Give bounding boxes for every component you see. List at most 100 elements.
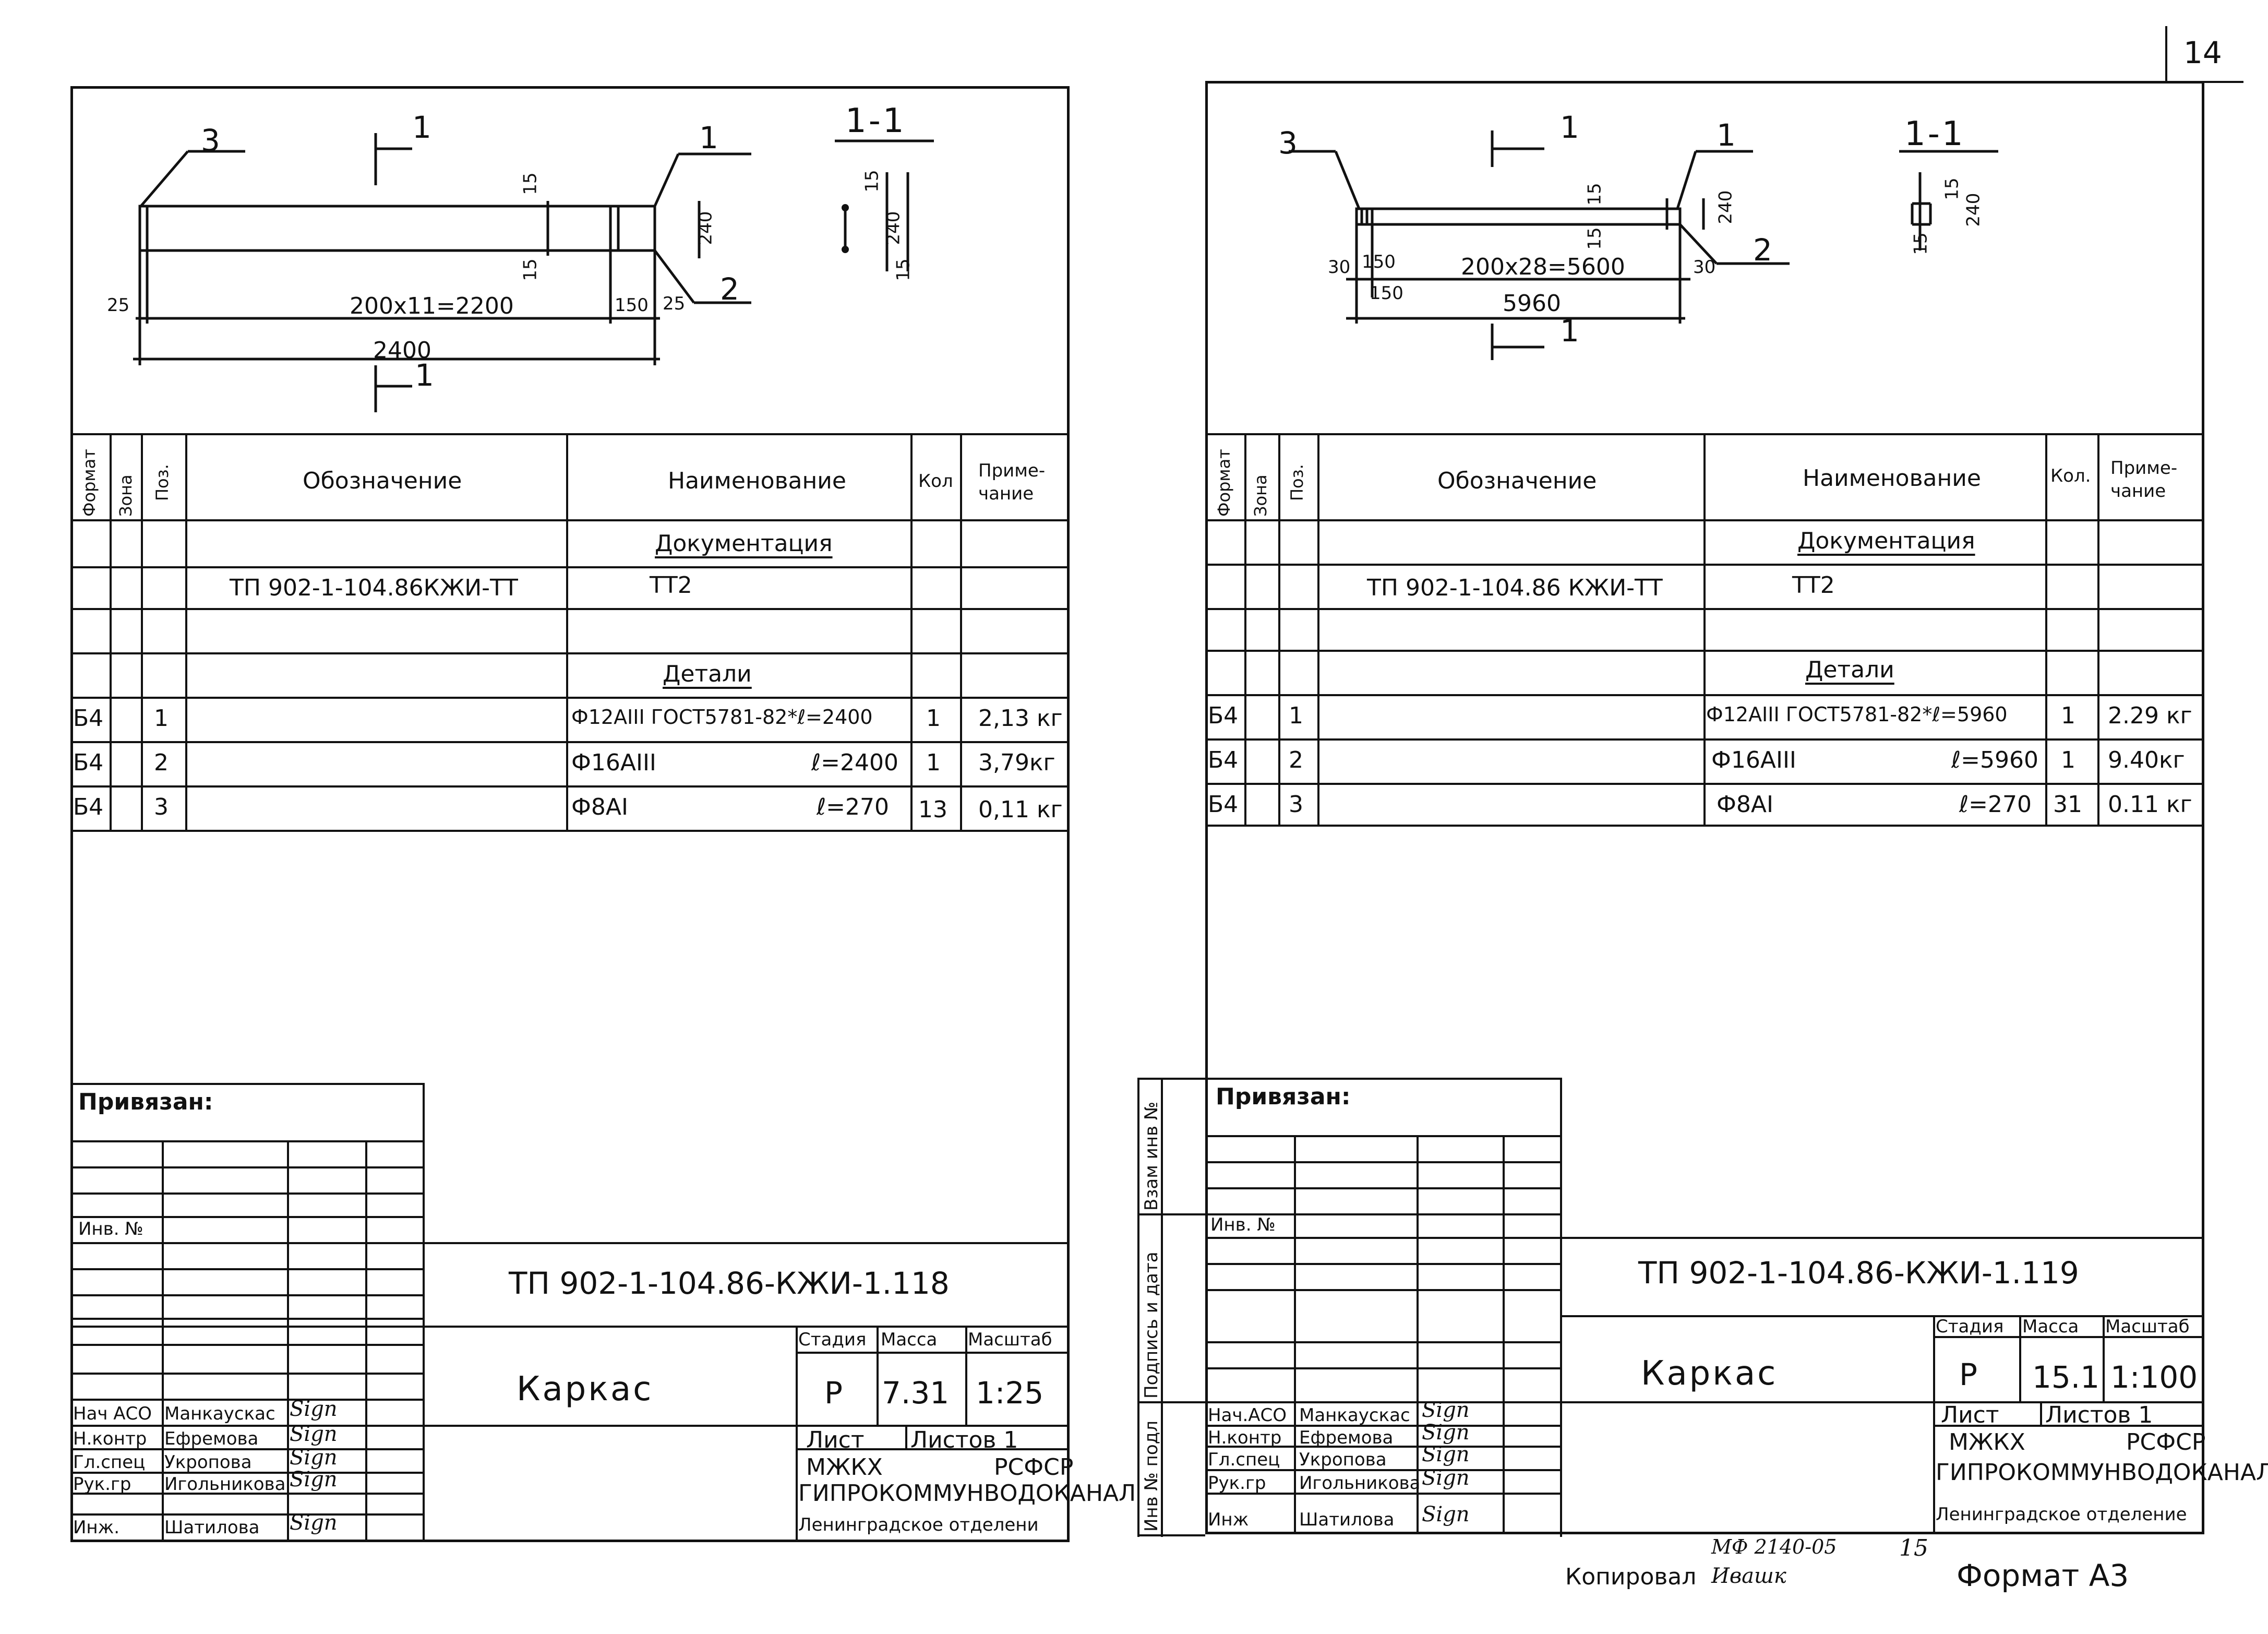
dim-end-right: 30 bbox=[1693, 257, 1716, 278]
stamp-org-2: РСФСР bbox=[2126, 1429, 2206, 1456]
pos-label-2: 2 bbox=[1753, 232, 1772, 268]
stamp-line bbox=[2040, 1401, 2042, 1425]
person-5-name: Шатилова bbox=[1299, 1509, 1395, 1530]
stamp-line bbox=[70, 1294, 423, 1296]
stamp-sheet: Лист bbox=[1941, 1402, 1999, 1428]
stamp-org-4: Ленинградское отделени bbox=[798, 1514, 1039, 1535]
row-3-qty: 13 bbox=[918, 796, 947, 823]
stamp-line bbox=[70, 1513, 423, 1516]
row-1-pos: 1 bbox=[1289, 702, 1303, 729]
person-5-role: Инж bbox=[1208, 1509, 1249, 1530]
stamp-line bbox=[1205, 1263, 1560, 1265]
stamp-sheets: Листов 1 bbox=[910, 1427, 1018, 1453]
stamp-line bbox=[796, 1326, 798, 1542]
header-designation: Обозначение bbox=[1437, 468, 1597, 494]
table-top-line bbox=[70, 433, 1070, 435]
row-2-len: ℓ=2400 bbox=[811, 749, 899, 776]
stamp-title: Каркас bbox=[1641, 1354, 1778, 1393]
row-1-qty: 1 bbox=[2061, 702, 2075, 729]
dim-end-left: 25 bbox=[107, 295, 130, 316]
side-label-signature-date: Подпись и дата bbox=[1141, 1251, 1162, 1399]
person-3-signature: Sign bbox=[1422, 1442, 1470, 1466]
person-4-role: Рук.гр bbox=[73, 1474, 131, 1495]
row-2-note: 9.40кг bbox=[2108, 747, 2185, 773]
doc-name: ТТ2 bbox=[650, 572, 692, 599]
stamp-line bbox=[905, 1425, 907, 1448]
section-documentation: Документация bbox=[1797, 528, 1975, 554]
header-pos: Поз. bbox=[1287, 464, 1307, 501]
stamp-org-4: Ленинградское отделение bbox=[1936, 1504, 2187, 1525]
row-3-note: 0,11 кг bbox=[978, 796, 1063, 823]
stamp-mass-header: Масса bbox=[881, 1329, 938, 1350]
row-1-pos: 1 bbox=[154, 705, 169, 732]
col-line bbox=[1278, 433, 1280, 825]
pos-label-2: 2 bbox=[720, 271, 739, 307]
row-2-format: Б4 bbox=[73, 749, 104, 776]
table-header-line bbox=[70, 519, 1070, 521]
col-line bbox=[960, 433, 962, 830]
row-3-name: Ф8АI bbox=[571, 794, 628, 820]
stamp-line bbox=[1205, 1425, 1560, 1427]
stamp-scale-header: Масштаб bbox=[2105, 1316, 2190, 1337]
stamp-line bbox=[70, 1268, 423, 1270]
dim-end-left: 30 bbox=[1328, 257, 1351, 278]
header-name: Наименование bbox=[668, 468, 846, 494]
row-3-format: Б4 bbox=[73, 794, 104, 820]
dim-height: 240 bbox=[1715, 190, 1736, 224]
row-1-qty: 1 bbox=[926, 705, 941, 732]
dim-edge-2: 150 bbox=[1370, 283, 1403, 304]
person-2-signature: Sign bbox=[290, 1422, 338, 1446]
stamp-inv: Инв. № bbox=[78, 1219, 143, 1239]
stamp-line bbox=[1503, 1135, 1505, 1534]
person-4-role: Рук.гр bbox=[1208, 1473, 1266, 1494]
stamp-line bbox=[1137, 1401, 2204, 1403]
person-2-name: Ефремова bbox=[164, 1428, 259, 1449]
row-2-format: Б4 bbox=[1208, 747, 1239, 773]
row-1-format: Б4 bbox=[1208, 702, 1239, 729]
stamp-line bbox=[1933, 1425, 2204, 1427]
stamp-scale: 1:25 bbox=[976, 1375, 1044, 1411]
row-2-name: Ф16АIII bbox=[571, 749, 656, 776]
person-5-signature: Sign bbox=[1422, 1502, 1470, 1526]
sheet-2-frame bbox=[1205, 81, 2204, 1534]
header-zone: Зона bbox=[1251, 474, 1270, 517]
person-1-signature: Sign bbox=[1422, 1398, 1470, 1422]
stamp-line bbox=[70, 1326, 1070, 1328]
dim-total: 5960 bbox=[1503, 290, 1561, 317]
stamp-line bbox=[2019, 1315, 2021, 1401]
stamp-org-1: МЖКХ bbox=[806, 1454, 883, 1481]
stamp-line bbox=[70, 1242, 1070, 1244]
row-1-name: Ф12АIII ГОСТ5781-82*ℓ=2400 bbox=[571, 706, 873, 729]
stamp-tied: Привязан: bbox=[1216, 1083, 1351, 1110]
stamp-mass-header: Масса bbox=[2022, 1316, 2079, 1337]
stamp-tied: Привязан: bbox=[78, 1089, 213, 1115]
person-3-signature: Sign bbox=[290, 1446, 338, 1470]
row-2-name: Ф16АIII bbox=[1711, 747, 1796, 773]
footer-copied-signature: Ивашк bbox=[1711, 1564, 1786, 1588]
person-3-name: Укропова bbox=[164, 1452, 252, 1473]
person-1-signature: Sign bbox=[290, 1397, 338, 1421]
stamp-line bbox=[365, 1140, 367, 1540]
sec-dim-mid: 240 bbox=[1963, 193, 1984, 227]
stamp-line bbox=[1205, 1446, 1560, 1448]
pos-label-1: 1 bbox=[699, 120, 718, 156]
header-format: Формат bbox=[1214, 449, 1234, 517]
person-5-signature: Sign bbox=[290, 1511, 338, 1535]
stamp-line bbox=[70, 1192, 423, 1195]
row-line bbox=[70, 566, 1070, 568]
stamp-line bbox=[70, 1344, 423, 1346]
stamp-line bbox=[70, 1493, 423, 1495]
person-4-signature: Sign bbox=[1422, 1466, 1470, 1490]
stamp-line bbox=[1560, 1315, 2204, 1317]
row-line bbox=[70, 785, 1070, 788]
doc-designation: ТП 902-1-104.86КЖИ-ТТ bbox=[230, 575, 518, 601]
stamp-sheets: Листов 1 bbox=[2045, 1402, 2153, 1428]
section-parts: Детали bbox=[663, 661, 752, 687]
stamp-line bbox=[1137, 1534, 1205, 1536]
stamp-line bbox=[1205, 1187, 1560, 1189]
side-label-inv-original: Инв № подл bbox=[1141, 1421, 1162, 1532]
dim-edge: 150 bbox=[615, 295, 649, 316]
stamp-line bbox=[1205, 1161, 1560, 1163]
